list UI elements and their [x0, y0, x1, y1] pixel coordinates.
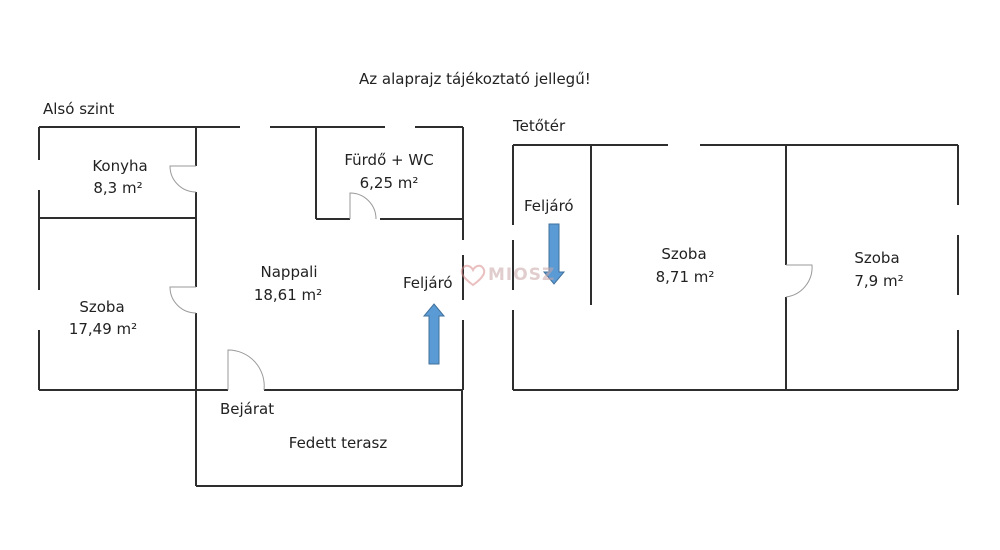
room-furdo-name: Fürdő + WC — [344, 151, 434, 169]
ground-floor-door-gaps — [37, 125, 465, 392]
attic-title: Tetőtér — [513, 117, 566, 135]
room-attic-szoba2-name: Szoba — [854, 249, 900, 267]
room-nappali-name: Nappali — [260, 263, 318, 281]
ground-floor-title: Alsó szint — [43, 100, 115, 118]
watermark-logo: MIOSZ — [458, 262, 554, 288]
stairs-up-arrow — [422, 303, 446, 365]
heart-logo-icon — [460, 264, 486, 287]
entrance-label: Bejárat — [220, 400, 275, 418]
room-konyha-area: 8,3 m² — [93, 179, 143, 197]
room-attic-szoba2-area: 7,9 m² — [854, 272, 904, 290]
terrace-label: Fedett terasz — [288, 434, 388, 452]
room-furdo-area: 6,25 m² — [359, 174, 419, 192]
disclaimer-note: Az alaprajz tájékoztató jellegű! — [359, 70, 591, 88]
room-attic-szoba1-area: 8,71 m² — [655, 268, 715, 286]
attic-door-swings — [785, 264, 813, 298]
room-szoba-name: Szoba — [79, 298, 125, 316]
ground-floor-door-swings — [169, 165, 377, 391]
room-szoba-area: 17,49 m² — [68, 320, 138, 338]
room-konyha-name: Konyha — [92, 157, 148, 175]
room-nappali-area: 18,61 m² — [253, 286, 323, 304]
room-attic-szoba1-name: Szoba — [661, 245, 707, 263]
watermark-text: MIOSZ — [488, 265, 556, 285]
stairs-down-arrow — [542, 223, 566, 285]
attic-stairs-label: Feljáró — [524, 197, 574, 215]
attic-door-gaps — [511, 143, 960, 330]
ground-stairs-label: Feljáró — [403, 274, 453, 292]
